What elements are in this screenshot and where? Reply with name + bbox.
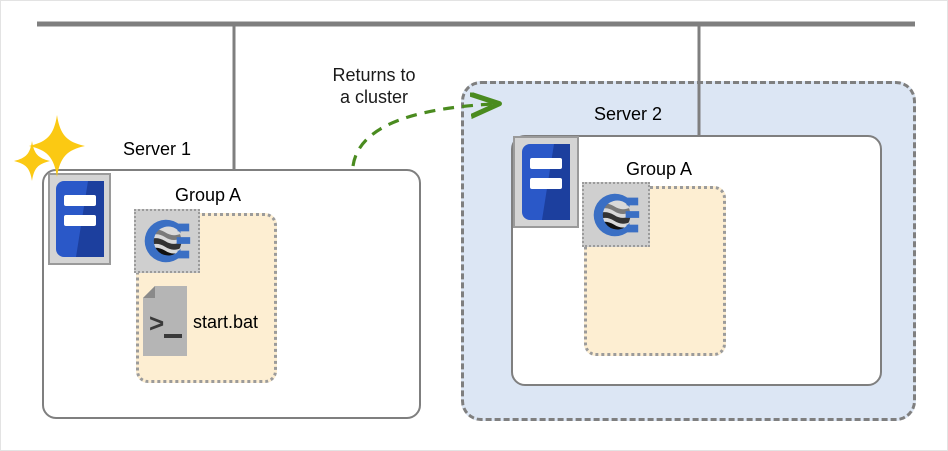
svg-text:>: > <box>149 308 164 338</box>
server2-group-a-label: Group A <box>625 159 693 179</box>
returns-to-cluster-label: Returns to a cluster <box>332 65 416 107</box>
start-bat-file-icon[interactable]: > <box>141 286 191 358</box>
server-glyph-icon <box>522 144 570 220</box>
server2-server-icon <box>513 136 579 228</box>
server1-server-icon <box>48 173 111 265</box>
server1-group-a-label: Group A <box>174 185 242 205</box>
gluster-logo-icon <box>593 193 640 236</box>
server2-label: Server 2 <box>593 104 663 124</box>
sparkles-icon <box>13 113 87 185</box>
gluster-logo-icon <box>144 219 191 263</box>
server2-cluster-icon[interactable] <box>582 182 650 247</box>
server1-cluster-icon[interactable] <box>134 209 200 273</box>
start-bat-label: start.bat <box>193 312 259 332</box>
server1-label: Server 1 <box>122 139 192 159</box>
server-glyph-icon <box>55 181 104 257</box>
